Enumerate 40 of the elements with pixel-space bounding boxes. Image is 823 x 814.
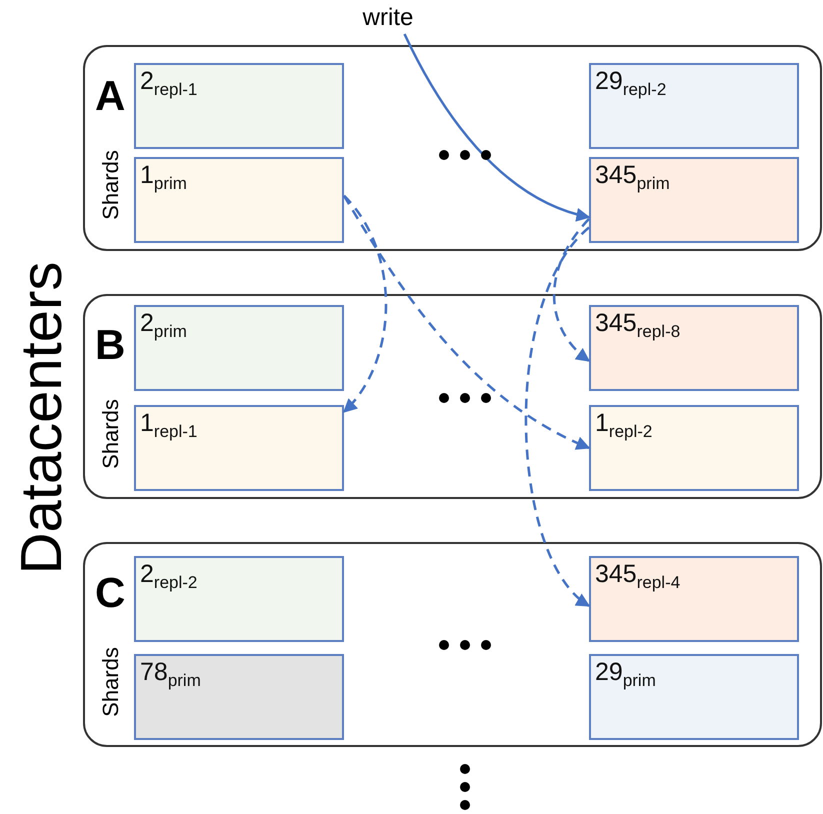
dashed-arrow	[343, 194, 388, 413]
shard-box	[134, 305, 344, 391]
write-label: write	[355, 4, 421, 34]
shard-label: 345$_{repl-4}$	[595, 560, 680, 593]
shard-label: 1$_{repl-1}$	[140, 409, 198, 442]
shard-label: 29$_{prim}$	[595, 658, 656, 691]
arrow	[403, 33, 590, 221]
shards-label: Shards	[98, 398, 124, 471]
axis-title: Datacenters	[12, 260, 72, 576]
dashed-arrow	[552, 218, 590, 362]
datacenter-letter: A	[95, 75, 126, 117]
shard-box	[134, 157, 344, 243]
datacenter-panel	[83, 294, 822, 499]
shard-label: 78$_{prim}$	[140, 658, 201, 691]
shard-box	[134, 556, 344, 642]
dashed-arrow	[524, 226, 590, 607]
shards-label: Shards	[98, 149, 124, 222]
shard-label: 2$_{repl-2}$	[140, 560, 198, 593]
shard-box	[589, 157, 799, 243]
shard-box	[589, 405, 799, 491]
shard-label: 2$_{prim}$	[140, 309, 187, 342]
shard-label: 1$_{repl-2}$	[595, 409, 652, 442]
shard-box	[589, 654, 799, 740]
shards-label: Shards	[98, 646, 124, 719]
shard-box	[589, 556, 799, 642]
shard-label: 345$_{prim}$	[595, 161, 670, 194]
datacenter-letter: B	[95, 324, 126, 366]
shard-label: 345$_{repl-8}$	[595, 309, 680, 342]
shard-box	[134, 405, 344, 491]
shard-box	[589, 305, 799, 391]
datacenter-panel	[83, 45, 822, 251]
shard-label: 29$_{repl-2}$	[595, 67, 666, 100]
dashed-arrow	[342, 195, 590, 450]
shard-label: 1$_{prim}$	[140, 161, 187, 194]
shard-box	[134, 63, 344, 149]
shard-box	[134, 654, 344, 740]
shard-box	[589, 63, 799, 149]
datacenter-letter: C	[95, 572, 126, 614]
datacenter-panel	[83, 542, 822, 747]
shard-label: 2$_{repl-1}$	[140, 67, 198, 100]
